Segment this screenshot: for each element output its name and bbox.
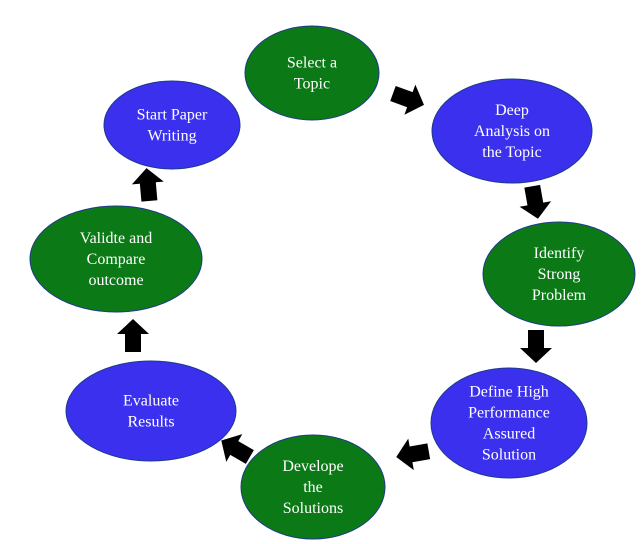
node-ellipse	[244, 25, 380, 121]
node-ellipse	[65, 360, 237, 462]
node-label-line: Analysis on	[474, 123, 550, 140]
node-ellipse	[29, 205, 203, 313]
node-label-line: Solution	[482, 447, 536, 464]
node-label-line: Problem	[532, 287, 587, 304]
node-label-line: Validte and	[80, 230, 152, 247]
node-label-line: Start Paper	[137, 107, 208, 124]
node-label-line: Strong	[538, 266, 581, 283]
node-label-line: Topic	[294, 76, 330, 93]
node-label-line: the Topic	[482, 144, 541, 161]
flow-arrow-icon	[519, 184, 552, 219]
arrows-layer	[117, 84, 552, 471]
node-label-line: Writing	[147, 128, 196, 145]
node-label-line: Select a	[287, 55, 337, 72]
node-label-line: Deep	[495, 102, 529, 119]
node-label-line: Performance	[468, 405, 550, 422]
node-label-line: outcome	[88, 272, 143, 289]
flow-arrow-icon	[390, 84, 424, 115]
node-label-line: Develope	[282, 458, 343, 475]
flow-arrow-icon	[131, 168, 164, 202]
node-select-topic: Select a Topic	[244, 25, 380, 121]
node-label-line: Solutions	[283, 500, 343, 517]
flow-arrow-icon	[221, 434, 254, 464]
node-ellipse	[430, 367, 588, 479]
node-label-line: Identify	[534, 245, 585, 262]
node-label-line: Define High	[469, 384, 549, 401]
flow-arrow-icon	[520, 330, 552, 363]
node-ellipse	[431, 78, 593, 184]
node-label-line: the	[303, 479, 323, 496]
flow-arrow-icon	[396, 438, 431, 471]
node-ellipse	[482, 221, 636, 327]
node-ellipse	[103, 80, 241, 170]
node-label-line: Results	[127, 414, 174, 431]
node-label-line: Assured	[483, 426, 535, 443]
node-label-line: Compare	[87, 251, 146, 268]
node-ellipse	[240, 434, 386, 540]
flow-arrow-icon	[117, 319, 149, 352]
node-label-line: Evaluate	[123, 393, 179, 410]
